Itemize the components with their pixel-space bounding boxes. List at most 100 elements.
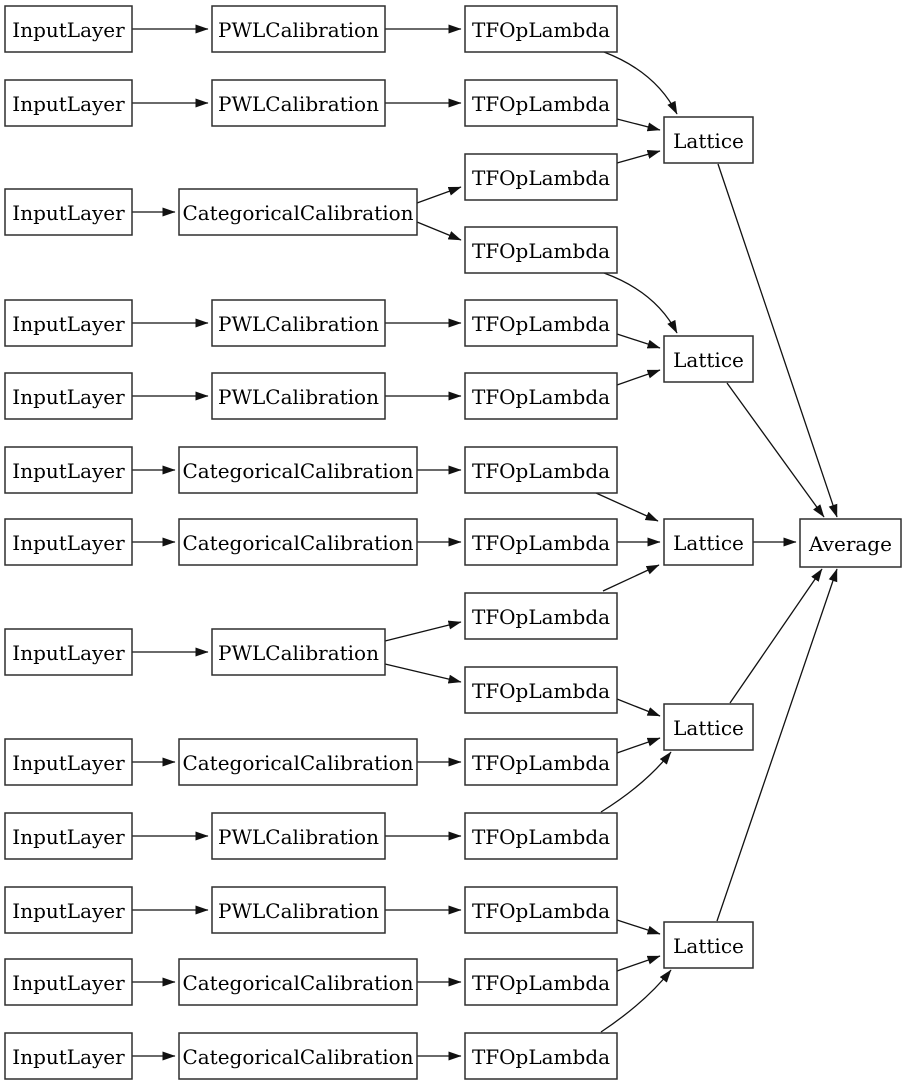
node-box-tfoplambda-4 (464, 226, 618, 274)
edge-lattice-5-to-average-1 (716, 568, 838, 922)
node-box-categoricalcalibration-6 (178, 1032, 418, 1080)
node-categoricalcalibration-2: CategoricalCalibration (178, 446, 418, 494)
node-pwlcalibration-6: PWLCalibration (211, 812, 386, 860)
node-label-tfoplambda-10: TFOpLambda (472, 679, 610, 703)
node-tfoplambda-7: TFOpLambda (464, 446, 618, 494)
edge-tfoplambda-6-to-lattice-2 (616, 369, 661, 386)
node-tfoplambda-15: TFOpLambda (464, 1032, 618, 1080)
node-label-categoricalcalibration-1: CategoricalCalibration (182, 201, 413, 225)
edge-tfoplambda-10-to-lattice-4 (616, 698, 661, 717)
node-pwlcalibration-3: PWLCalibration (211, 299, 386, 347)
node-box-pwlcalibration-2 (211, 79, 386, 127)
node-pwlcalibration-5: PWLCalibration (211, 628, 386, 676)
node-pwlcalibration-1: PWLCalibration (211, 5, 386, 53)
node-inputlayer-13: InputLayer (4, 1032, 133, 1080)
node-lattice-3: Lattice (663, 518, 754, 566)
node-box-inputlayer-8 (4, 628, 133, 676)
node-box-pwlcalibration-5 (211, 628, 386, 676)
edge-categoricalcalibration-1-to-tfoplambda-4 (416, 221, 462, 241)
node-box-inputlayer-4 (4, 299, 133, 347)
node-label-lattice-4: Lattice (673, 716, 744, 740)
node-box-tfoplambda-5 (464, 299, 618, 347)
node-box-categoricalcalibration-5 (178, 958, 418, 1006)
node-box-lattice-1 (663, 116, 754, 164)
node-label-tfoplambda-5: TFOpLambda (472, 312, 610, 336)
node-box-inputlayer-10 (4, 812, 133, 860)
node-label-average-1: Average (808, 532, 892, 556)
node-label-categoricalcalibration-3: CategoricalCalibration (182, 531, 413, 555)
node-box-average-1 (799, 518, 902, 568)
node-label-tfoplambda-6: TFOpLambda (472, 385, 610, 409)
node-label-tfoplambda-1: TFOpLambda (472, 18, 610, 42)
node-box-tfoplambda-11 (464, 738, 618, 786)
edge-tfoplambda-12-to-lattice-4 (600, 751, 672, 813)
node-label-tfoplambda-7: TFOpLambda (472, 459, 610, 483)
node-tfoplambda-5: TFOpLambda (464, 299, 618, 347)
node-box-inputlayer-1 (4, 5, 133, 53)
edge-lattice-1-to-average-1 (717, 163, 838, 518)
node-label-lattice-5: Lattice (673, 934, 744, 958)
node-box-lattice-3 (663, 518, 754, 566)
edge-tfoplambda-2-to-lattice-1 (616, 118, 661, 132)
node-inputlayer-4: InputLayer (4, 299, 133, 347)
edge-tfoplambda-11-to-lattice-4 (616, 737, 661, 754)
node-tfoplambda-3: TFOpLambda (464, 153, 618, 201)
edge-pwlcalibration-5-to-tfoplambda-9 (384, 620, 462, 642)
node-box-tfoplambda-13 (464, 886, 618, 934)
node-label-tfoplambda-13: TFOpLambda (472, 899, 610, 923)
node-label-tfoplambda-9: TFOpLambda (472, 605, 610, 629)
node-box-tfoplambda-1 (464, 5, 618, 53)
node-label-inputlayer-13: InputLayer (12, 1045, 125, 1069)
node-tfoplambda-9: TFOpLambda (464, 592, 618, 640)
node-label-tfoplambda-2: TFOpLambda (472, 92, 610, 116)
edge-tfoplambda-14-to-lattice-5 (616, 955, 661, 972)
node-tfoplambda-2: TFOpLambda (464, 79, 618, 127)
node-categoricalcalibration-1: CategoricalCalibration (178, 188, 418, 236)
node-label-inputlayer-9: InputLayer (12, 751, 125, 775)
node-box-categoricalcalibration-3 (178, 518, 418, 566)
node-label-pwlcalibration-6: PWLCalibration (218, 825, 379, 849)
node-label-lattice-3: Lattice (673, 531, 744, 555)
node-pwlcalibration-7: PWLCalibration (211, 886, 386, 934)
node-lattice-2: Lattice (663, 335, 754, 383)
node-label-inputlayer-12: InputLayer (12, 971, 125, 995)
node-box-inputlayer-9 (4, 738, 133, 786)
node-box-categoricalcalibration-4 (178, 738, 418, 786)
node-box-tfoplambda-15 (464, 1032, 618, 1080)
edge-tfoplambda-1-to-lattice-1 (603, 51, 678, 115)
node-inputlayer-5: InputLayer (4, 372, 133, 420)
node-inputlayer-8: InputLayer (4, 628, 133, 676)
node-inputlayer-1: InputLayer (4, 5, 133, 53)
node-box-inputlayer-3 (4, 188, 133, 236)
node-box-lattice-5 (663, 921, 754, 969)
node-box-tfoplambda-14 (464, 958, 618, 1006)
node-inputlayer-2: InputLayer (4, 79, 133, 127)
node-label-pwlcalibration-4: PWLCalibration (218, 385, 379, 409)
node-tfoplambda-8: TFOpLambda (464, 518, 618, 566)
node-box-lattice-4 (663, 703, 754, 751)
node-inputlayer-11: InputLayer (4, 886, 133, 934)
node-label-pwlcalibration-5: PWLCalibration (218, 641, 379, 665)
node-tfoplambda-6: TFOpLambda (464, 372, 618, 420)
node-box-tfoplambda-7 (464, 446, 618, 494)
node-label-categoricalcalibration-6: CategoricalCalibration (182, 1045, 413, 1069)
node-categoricalcalibration-4: CategoricalCalibration (178, 738, 418, 786)
node-inputlayer-12: InputLayer (4, 958, 133, 1006)
node-label-inputlayer-8: InputLayer (12, 641, 125, 665)
node-tfoplambda-1: TFOpLambda (464, 5, 618, 53)
node-label-tfoplambda-11: TFOpLambda (472, 751, 610, 775)
node-box-inputlayer-13 (4, 1032, 133, 1080)
node-label-inputlayer-7: InputLayer (12, 531, 125, 555)
node-box-pwlcalibration-3 (211, 299, 386, 347)
node-label-inputlayer-1: InputLayer (12, 18, 125, 42)
node-box-inputlayer-5 (4, 372, 133, 420)
node-label-tfoplambda-12: TFOpLambda (472, 825, 610, 849)
node-label-pwlcalibration-2: PWLCalibration (218, 92, 379, 116)
node-box-categoricalcalibration-2 (178, 446, 418, 494)
node-box-tfoplambda-2 (464, 79, 618, 127)
node-label-tfoplambda-3: TFOpLambda (472, 166, 610, 190)
node-box-pwlcalibration-4 (211, 372, 386, 420)
node-label-inputlayer-6: InputLayer (12, 459, 125, 483)
node-tfoplambda-12: TFOpLambda (464, 812, 618, 860)
